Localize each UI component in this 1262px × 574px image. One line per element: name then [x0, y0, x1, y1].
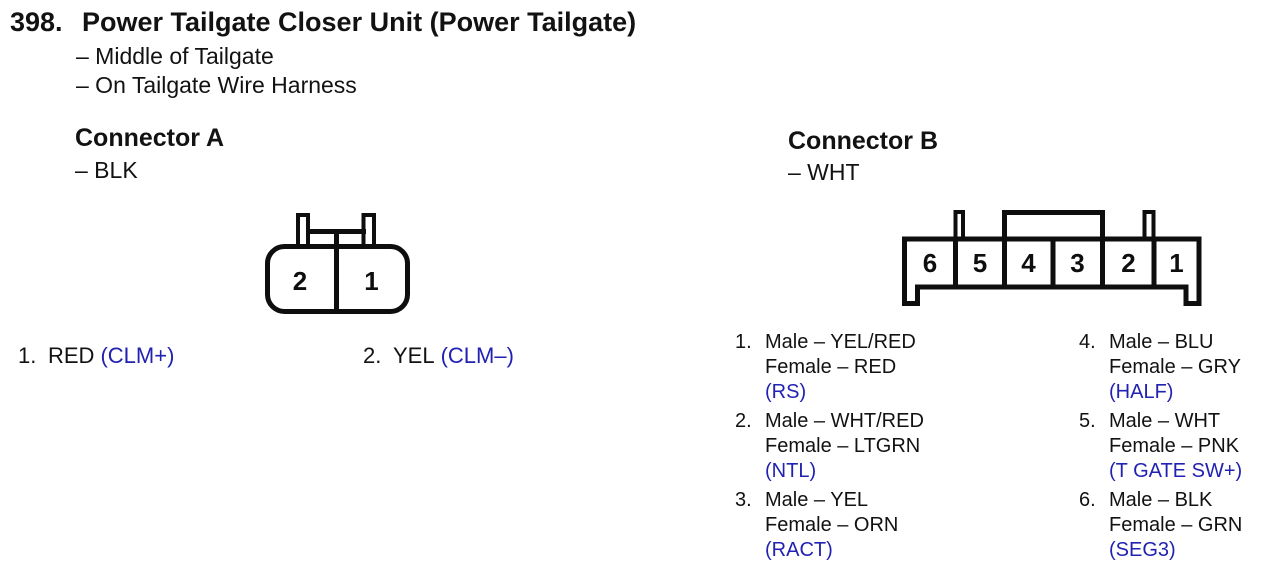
section-number: 398.	[10, 7, 63, 37]
pin-lines: Male – BLK Female – GRN (SEG3)	[1109, 488, 1242, 563]
signal-name: (RACT)	[765, 539, 833, 561]
pin-item: 5. Male – WHT Female – PNK (T GATE SW+)	[1079, 409, 1242, 484]
pin-item: 3. Male – YEL Female – ORN (RACT)	[735, 488, 924, 563]
pin-lines: Male – WHT/RED Female – LTGRN (NTL)	[765, 409, 924, 484]
connector-b-heading: Connector B	[788, 127, 938, 155]
cavity-number: 1	[364, 266, 378, 296]
signal-name: (NTL)	[765, 460, 817, 482]
signal-name: (CLM+)	[100, 343, 175, 368]
wire-color: YEL	[393, 343, 435, 368]
page-title: Power Tailgate Closer Unit (Power Tailga…	[82, 7, 637, 37]
cavity-number: 3	[1070, 248, 1084, 278]
signal-name: (SEG3)	[1109, 539, 1176, 561]
cavity-number: 4	[1021, 248, 1036, 278]
wire-color: RED	[48, 343, 95, 368]
pin-number: 2.	[363, 343, 382, 368]
pin-item: 4. Male – BLU Female – GRY (HALF)	[1079, 330, 1242, 405]
pin-item: 1. Male – YEL/RED Female – RED (RS)	[735, 330, 924, 405]
signal-name: (HALF)	[1109, 381, 1174, 403]
connector-b-housing-color: – WHT	[788, 159, 860, 185]
connector-a-diagram: 2 1	[265, 213, 410, 314]
connector-b-pin-list-right: 4. Male – BLU Female – GRY (HALF) 5. Mal…	[1079, 330, 1242, 567]
cavity-number: 2	[1121, 248, 1135, 278]
pin-lines: Male – WHT Female – PNK (T GATE SW+)	[1109, 409, 1242, 484]
pin-number: 1.	[735, 331, 752, 353]
signal-name: (CLM–)	[440, 343, 514, 368]
connector-a-heading: Connector A	[75, 124, 225, 152]
signal-name: (RS)	[765, 381, 807, 403]
male-wire: Male – BLU	[1109, 331, 1214, 353]
pin-number: 4.	[1079, 331, 1096, 353]
male-wire: Male – WHT	[1109, 410, 1221, 432]
female-wire: Female – LTGRN	[765, 435, 921, 457]
signal-name: (T GATE SW+)	[1109, 460, 1243, 482]
pin-lines: Male – BLU Female – GRY (HALF)	[1109, 330, 1241, 405]
female-wire: Female – ORN	[765, 514, 899, 536]
location-line: – Middle of Tailgate	[76, 43, 274, 69]
connector-a-housing-color: – BLK	[75, 157, 138, 183]
male-wire: Male – YEL	[765, 489, 869, 511]
pin-number: 2.	[735, 410, 752, 432]
cavity-number: 2	[293, 266, 307, 296]
cavity-number: 5	[973, 248, 987, 278]
connector-a-pin-2: 2. YEL(CLM–)	[363, 343, 514, 369]
pin-item: 6. Male – BLK Female – GRN (SEG3)	[1079, 488, 1242, 563]
location-line: – On Tailgate Wire Harness	[76, 72, 357, 98]
pin-lines: Male – YEL/RED Female – RED (RS)	[765, 330, 916, 405]
pin-lines: Male – YEL Female – ORN (RACT)	[765, 488, 898, 563]
cavity-number: 6	[923, 248, 937, 278]
female-wire: Female – RED	[765, 356, 897, 378]
male-wire: Male – YEL/RED	[765, 331, 916, 353]
male-wire: Male – WHT/RED	[765, 410, 924, 432]
pin-number: 1.	[18, 343, 37, 368]
pin-number: 6.	[1079, 489, 1096, 511]
male-wire: Male – BLK	[1109, 489, 1213, 511]
connector-a-pin-1: 1. RED(CLM+)	[18, 343, 174, 369]
connector-b-pin-list-left: 1. Male – YEL/RED Female – RED (RS) 2. M…	[735, 330, 924, 567]
pin-item: 2. Male – WHT/RED Female – LTGRN (NTL)	[735, 409, 924, 484]
female-wire: Female – PNK	[1109, 435, 1240, 457]
cavity-number: 1	[1169, 248, 1183, 278]
female-wire: Female – GRN	[1109, 514, 1243, 536]
female-wire: Female – GRY	[1109, 356, 1241, 378]
pin-number: 3.	[735, 489, 752, 511]
connector-b-diagram: 6 5 4 3 2 1	[902, 210, 1202, 306]
pin-number: 5.	[1079, 410, 1096, 432]
